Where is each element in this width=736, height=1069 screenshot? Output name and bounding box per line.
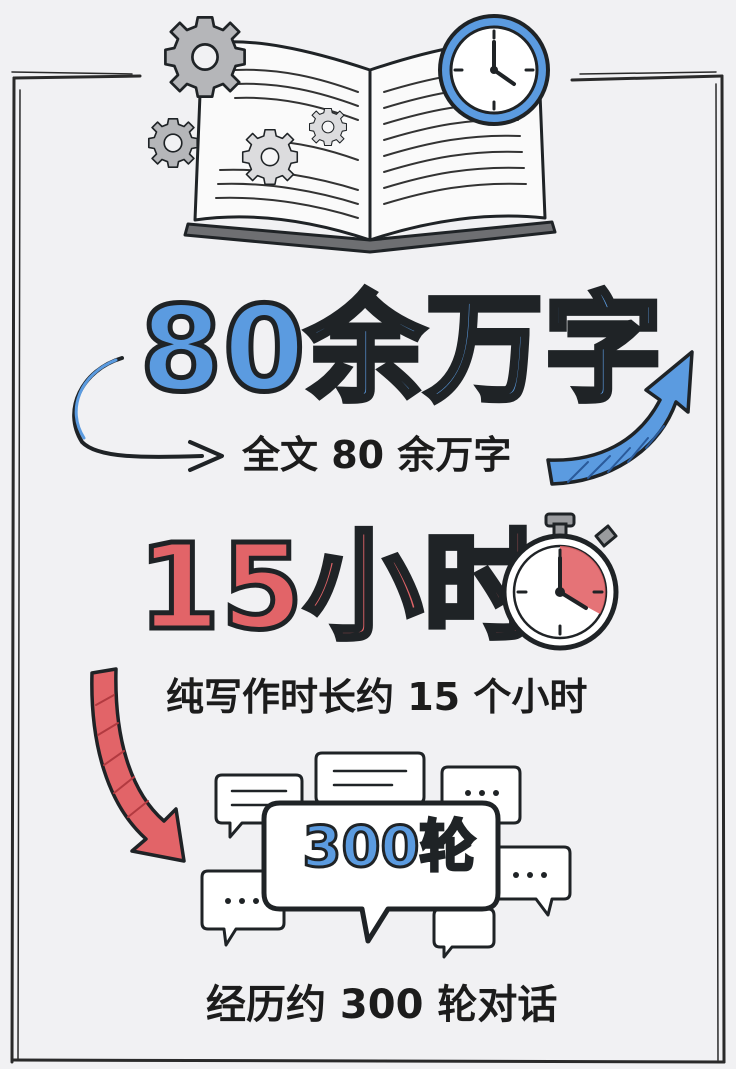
rounds-headline: 300轮 bbox=[301, 815, 477, 880]
stopwatch-icon bbox=[501, 512, 619, 651]
words-headline: 80余万字 bbox=[137, 280, 664, 418]
arrow-icon bbox=[546, 350, 694, 486]
hours-headline: 15小时 bbox=[135, 518, 543, 656]
arrow-icon bbox=[90, 667, 186, 863]
rounds-caption: 经历约 300 轮对话 bbox=[206, 982, 558, 1028]
words-caption: 全文 80 余万字 bbox=[242, 433, 512, 477]
gear-icon bbox=[147, 16, 348, 186]
speech-bubble-icon bbox=[200, 751, 572, 959]
arrow-icon bbox=[72, 356, 224, 472]
clock-icon bbox=[438, 14, 550, 126]
hours-caption: 纯写作时长约 15 个小时 bbox=[166, 675, 588, 719]
